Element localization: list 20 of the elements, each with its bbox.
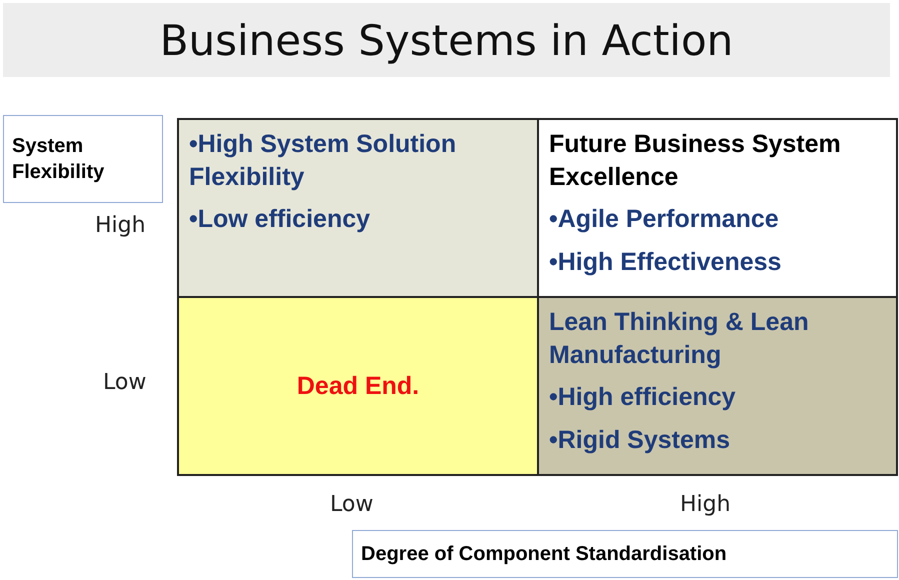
bullet-point: Lean Thinking & Lean Manufacturing bbox=[549, 307, 810, 370]
quadrant-cell bbox=[177, 296, 539, 476]
bullet-point: •High System Solution Flexibility bbox=[189, 129, 458, 192]
bullet-point: •High Effectiveness bbox=[549, 246, 782, 278]
bullet-point: •Rigid Systems bbox=[549, 424, 732, 456]
axis-tick-label: Low bbox=[103, 370, 146, 395]
quadrant-cell bbox=[537, 118, 898, 298]
axis-tick-label: High bbox=[95, 213, 146, 238]
bullet-point: •Agile Performance bbox=[549, 204, 780, 235]
axis-tick-label: High bbox=[680, 492, 731, 517]
quadrant-label: Dead End. bbox=[296, 370, 420, 402]
quadrant-cell bbox=[537, 296, 898, 476]
axis-title-box: Degree of Component Standardisation bbox=[352, 530, 898, 578]
bullet-point: •Low efficiency bbox=[189, 204, 372, 235]
axis-title-box: System Flexibility bbox=[3, 115, 163, 203]
title-banner: Business Systems in Action bbox=[3, 3, 890, 77]
quadrant-cell bbox=[177, 118, 539, 298]
bullet-point: •High efficiency bbox=[549, 382, 737, 413]
axis-tick-label: Low bbox=[330, 492, 374, 517]
quadrant-heading: Future Business System Excellence bbox=[549, 129, 842, 192]
